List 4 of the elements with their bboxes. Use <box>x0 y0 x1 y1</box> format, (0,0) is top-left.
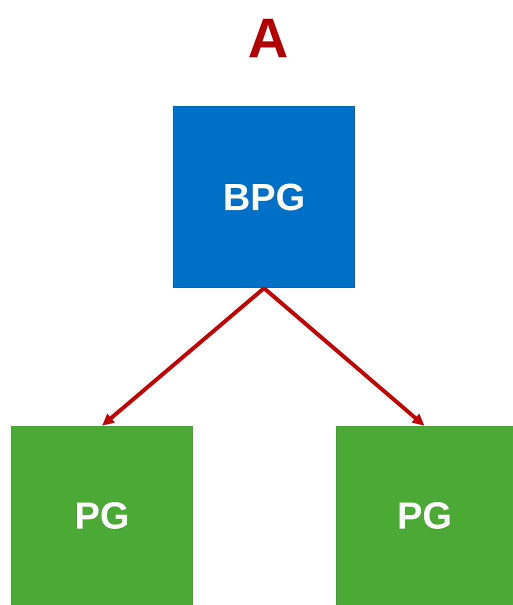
process-box: PG <box>336 426 513 605</box>
title: A <box>249 18 287 58</box>
process-box: PG <box>11 426 193 605</box>
process-box: BPG <box>173 106 355 288</box>
